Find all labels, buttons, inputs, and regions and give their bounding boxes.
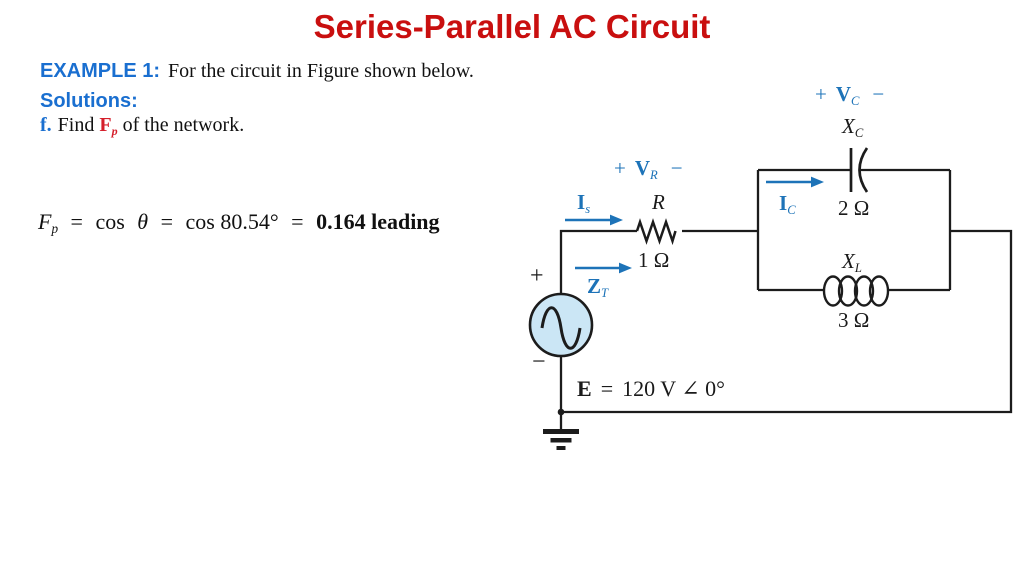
wires [528, 147, 1013, 429]
emf-value: 120 V ∠ 0° [622, 376, 725, 401]
ground-bar-3 [556, 446, 566, 450]
ground-symbol [543, 408, 579, 450]
wire-return-path [561, 229, 1013, 414]
vr-sub: R [650, 167, 658, 182]
formula-cos2: cos 80.54° [185, 209, 279, 234]
formula-eq2: = [160, 209, 174, 234]
formula-cos1: cos [95, 209, 125, 234]
ic-main: I [779, 191, 788, 215]
formula-lhs: F [38, 209, 52, 234]
example-line: EXAMPLE 1: For the circuit in Figure show… [40, 60, 474, 83]
ic-arrow-head [811, 176, 824, 188]
inductor-coil [822, 275, 890, 307]
inductor-value: 3 Ω [838, 308, 870, 332]
sine-wave-icon [540, 306, 582, 350]
vc-plus: + [815, 82, 827, 106]
is-main: I [577, 190, 586, 214]
current-arrows [565, 176, 824, 274]
power-factor-symbol: F [99, 114, 112, 136]
source-minus-sign: − [532, 349, 546, 375]
ground-bar-2 [550, 438, 572, 443]
emf-eq: = [600, 376, 614, 401]
formula-lhs-sub: p [51, 220, 59, 236]
vc-main: V [835, 82, 852, 106]
vr-plus: + [614, 156, 626, 180]
power-factor-symbol-sub: p [111, 123, 118, 138]
task-pre-text: Find [57, 114, 95, 136]
vc-minus: − [872, 82, 885, 106]
resistor-name: R [652, 190, 665, 214]
capacitor-value: 2 Ω [838, 196, 870, 220]
emf-symbol: E [577, 376, 592, 401]
inductor-loop [822, 275, 844, 307]
zt-arrow-head [619, 262, 632, 274]
inductor-loop [868, 275, 890, 307]
example-label: EXAMPLE 1: [40, 60, 161, 82]
xc-sub: C [854, 125, 864, 140]
inductor-loop [837, 275, 859, 307]
resistor-value: 1 Ω [638, 248, 670, 272]
task-prefix: f. [40, 114, 52, 136]
formula-eq3: = [291, 209, 304, 234]
inductor-loop [853, 275, 875, 307]
solutions-label: Solutions: [40, 90, 138, 112]
capacitive-reactance-name: XC [842, 114, 864, 140]
vr-main: V [634, 156, 651, 180]
source-voltage-label: E = 120 V ∠ 0° [577, 376, 725, 402]
capacitor-plate-right [858, 147, 869, 193]
zt-sub: T [601, 285, 609, 300]
inductive-reactance-name: XL [842, 249, 862, 275]
formula-eq1: = [70, 209, 83, 234]
solutions-line: Solutions: [40, 90, 138, 113]
power-factor-formula: Fp = cos θ = cos 80.54° = 0.164 leading [38, 209, 440, 236]
is-arrow-head [610, 214, 623, 226]
source-current-label: Is [577, 190, 591, 216]
capacitor-current-label: IC [779, 191, 796, 217]
ic-sub: C [787, 202, 796, 217]
ground-bar-1 [543, 429, 579, 434]
total-impedance-label: ZT [587, 274, 609, 300]
wire-source-to-resistor [559, 229, 637, 294]
vr-minus: − [670, 156, 683, 180]
node-dot [557, 408, 565, 416]
formula-theta: θ [137, 209, 149, 234]
is-sub: s [585, 201, 591, 216]
formula-result: 0.164 leading [316, 209, 440, 234]
xl-sub: L [854, 260, 862, 275]
task-post-text: of the network. [122, 114, 245, 136]
xc-main: X [842, 114, 855, 138]
source-plus-sign: + [530, 263, 544, 289]
page-title: Series-Parallel AC Circuit [313, 8, 711, 45]
capacitor-voltage-label: + VC− [815, 82, 885, 108]
resistor-symbol [635, 218, 677, 246]
example-text: For the circuit in Figure shown below. [168, 60, 474, 82]
resistor-voltage-label: + VR− [614, 156, 683, 182]
zt-main: Z [587, 274, 602, 298]
xl-main: X [842, 249, 855, 273]
vc-sub: C [851, 93, 860, 108]
